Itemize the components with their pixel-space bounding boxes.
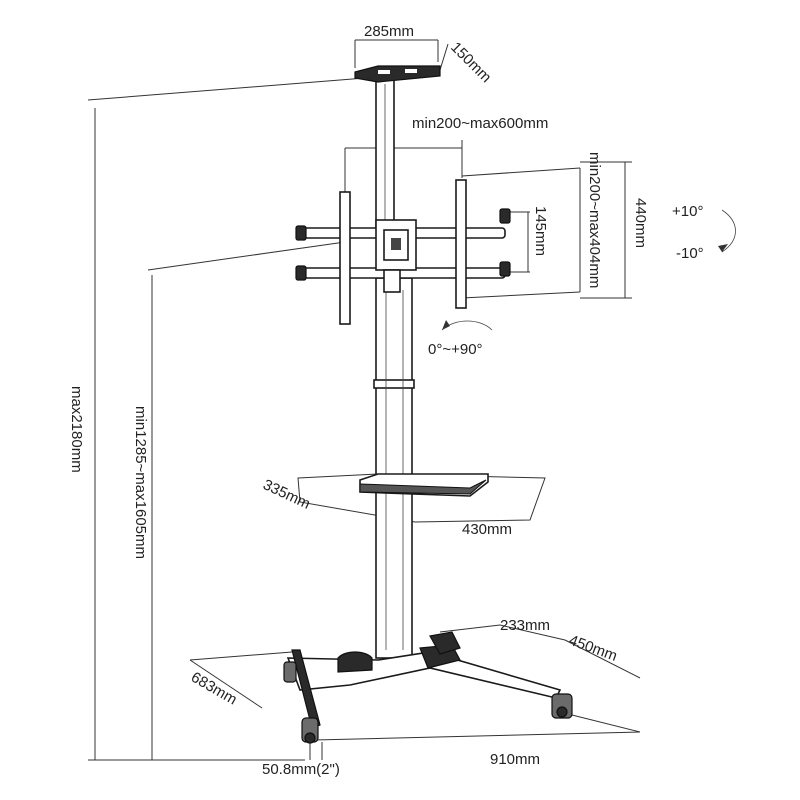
label-bracket-height: 440mm xyxy=(632,198,649,248)
label-shelf-width: 430mm xyxy=(462,521,512,538)
label-vesa-horizontal: min200~max600mm xyxy=(412,115,548,132)
label-base-width: 910mm xyxy=(490,751,540,768)
label-rotation: 0°~+90° xyxy=(428,341,483,358)
label-tray-depth: 150mm xyxy=(447,39,494,86)
stand-pole xyxy=(373,77,415,659)
label-center-height: min1285~max1605mm xyxy=(132,406,149,559)
label-base-leg-a: 233mm xyxy=(500,617,550,634)
label-vesa-vertical: min200~max404mm xyxy=(586,152,603,288)
label-base-leg-b: 450mm xyxy=(567,632,620,665)
label-tilt-up: +10° xyxy=(672,203,703,220)
label-total-height: max2180mm xyxy=(68,386,85,473)
base-frame xyxy=(283,631,573,744)
tilt-arrow-icon xyxy=(718,209,736,253)
label-shelf-depth: 335mm xyxy=(260,476,313,513)
dimension-lines xyxy=(87,39,641,761)
label-tray-width: 285mm xyxy=(364,23,414,40)
vesa-bracket xyxy=(295,179,511,325)
top-tray xyxy=(354,65,441,83)
rotation-arrow-icon xyxy=(441,320,493,331)
label-tilt-down: -10° xyxy=(676,245,704,262)
label-base-depth: 683mm xyxy=(188,669,240,709)
middle-shelf xyxy=(359,473,489,497)
label-arm-spacing: 145mm xyxy=(532,206,549,256)
label-caster: 50.8mm(2") xyxy=(262,761,340,778)
